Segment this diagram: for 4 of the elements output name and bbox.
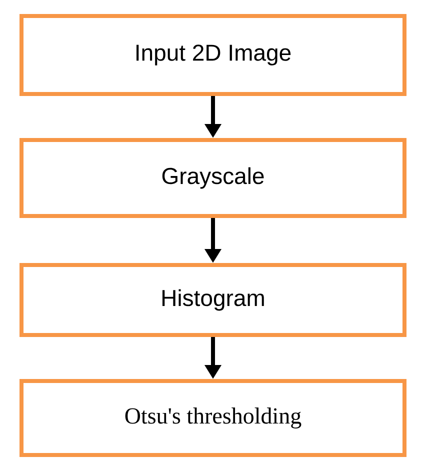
process-box: Histogram bbox=[20, 263, 406, 337]
process-box: Otsu's thresholding bbox=[20, 379, 406, 457]
process-box: Grayscale bbox=[20, 138, 406, 218]
process-box: Input 2D Image bbox=[20, 14, 406, 96]
